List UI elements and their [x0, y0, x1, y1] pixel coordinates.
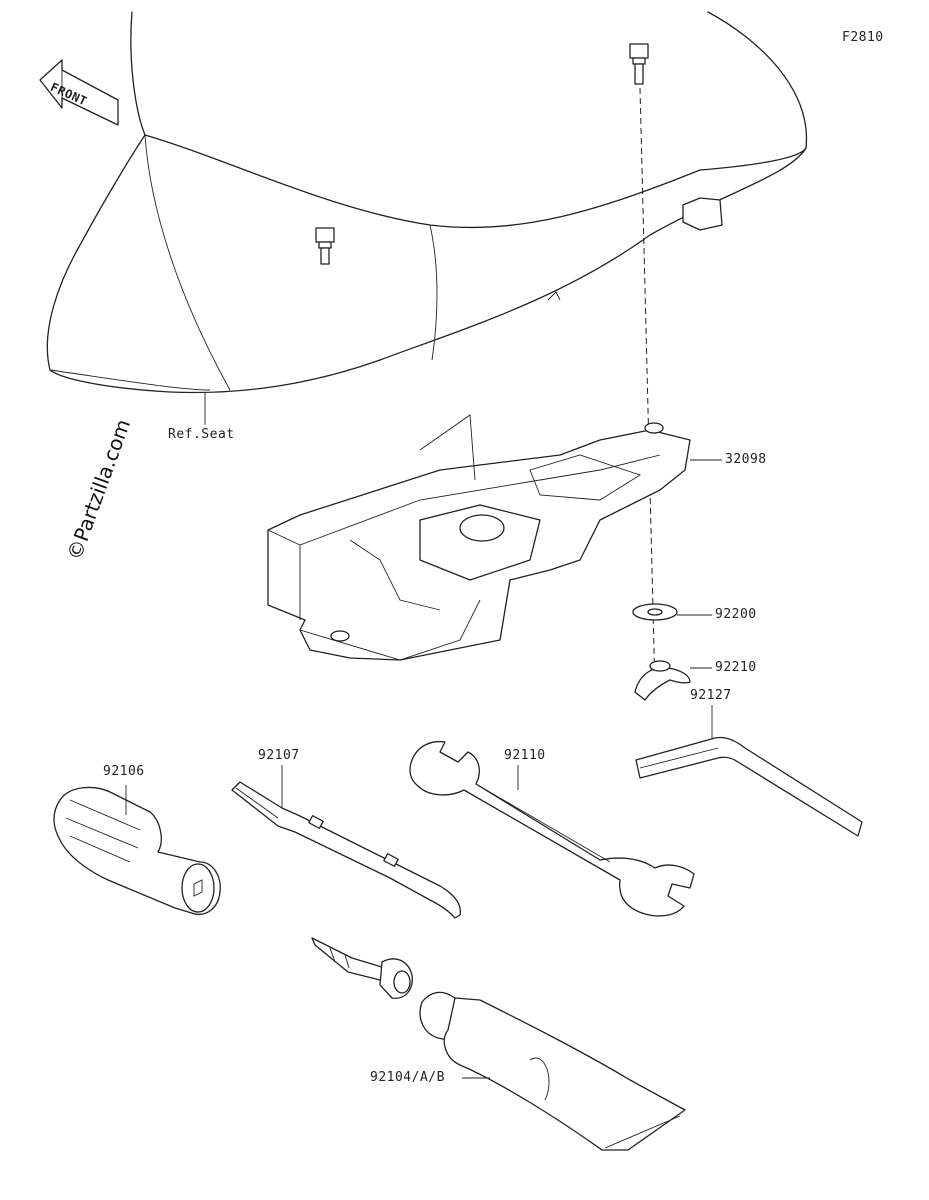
hex-key-92127	[635, 736, 863, 837]
front-arrow-icon	[39, 59, 119, 126]
tool-tray-32098	[267, 414, 691, 661]
part-label-92110[interactable]: 92110	[504, 748, 546, 763]
seat-bolt-right	[629, 43, 649, 85]
part-label-92210[interactable]: 92210	[715, 660, 757, 675]
part-label-92106[interactable]: 92106	[103, 764, 145, 779]
washer-92200	[632, 603, 678, 621]
wrench-92110	[409, 740, 695, 917]
wing-nut-92210	[634, 660, 691, 701]
grease-tube-92104	[419, 991, 686, 1151]
part-label-92200[interactable]: 92200	[715, 607, 757, 622]
seat-bolt-left	[315, 227, 335, 265]
ref-seat-label: Ref.Seat	[168, 427, 235, 442]
screwdriver-handle-92106	[53, 786, 221, 916]
part-label-92107[interactable]: 92107	[258, 748, 300, 763]
screwdriver-shaft-92107	[231, 781, 461, 919]
nozzle	[311, 937, 413, 999]
seat	[46, 11, 808, 394]
diagram-code: F2810	[842, 30, 884, 45]
part-label-92104[interactable]: 92104/A/B	[370, 1070, 445, 1085]
part-label-92127[interactable]: 92127	[690, 688, 732, 703]
part-label-32098[interactable]: 32098	[725, 452, 767, 467]
alignment-line	[639, 87, 656, 691]
